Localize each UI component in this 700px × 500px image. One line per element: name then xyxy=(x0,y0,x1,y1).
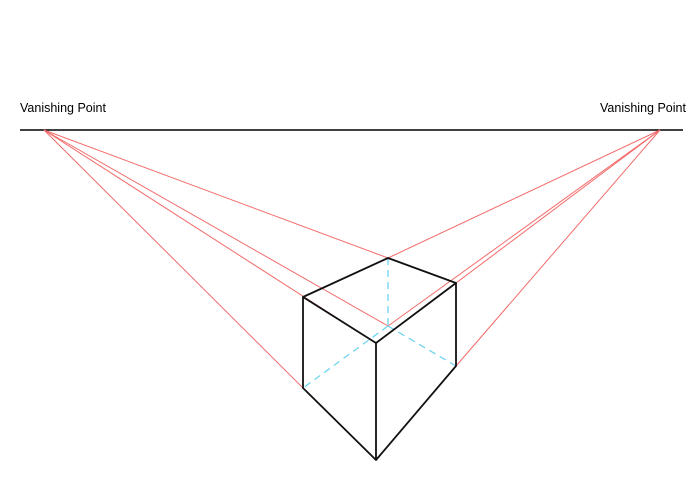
guide-line xyxy=(387,129,661,327)
guide-line xyxy=(43,129,389,327)
guide-line xyxy=(455,129,661,367)
cube-left-face xyxy=(302,297,377,461)
cube-edges xyxy=(302,257,457,461)
right-vanishing-point-label: Vanishing Point xyxy=(600,101,686,115)
cube-top-face xyxy=(302,257,457,344)
hidden-edges xyxy=(302,258,457,389)
hidden-edge xyxy=(302,325,389,389)
guide-line xyxy=(43,129,304,389)
left-vanishing-point-label: Vanishing Point xyxy=(20,101,106,115)
cube-right-face xyxy=(375,283,457,461)
guide-line xyxy=(387,129,661,259)
guide-line xyxy=(43,129,389,259)
hidden-edge xyxy=(387,325,457,367)
guide-lines xyxy=(43,129,661,389)
